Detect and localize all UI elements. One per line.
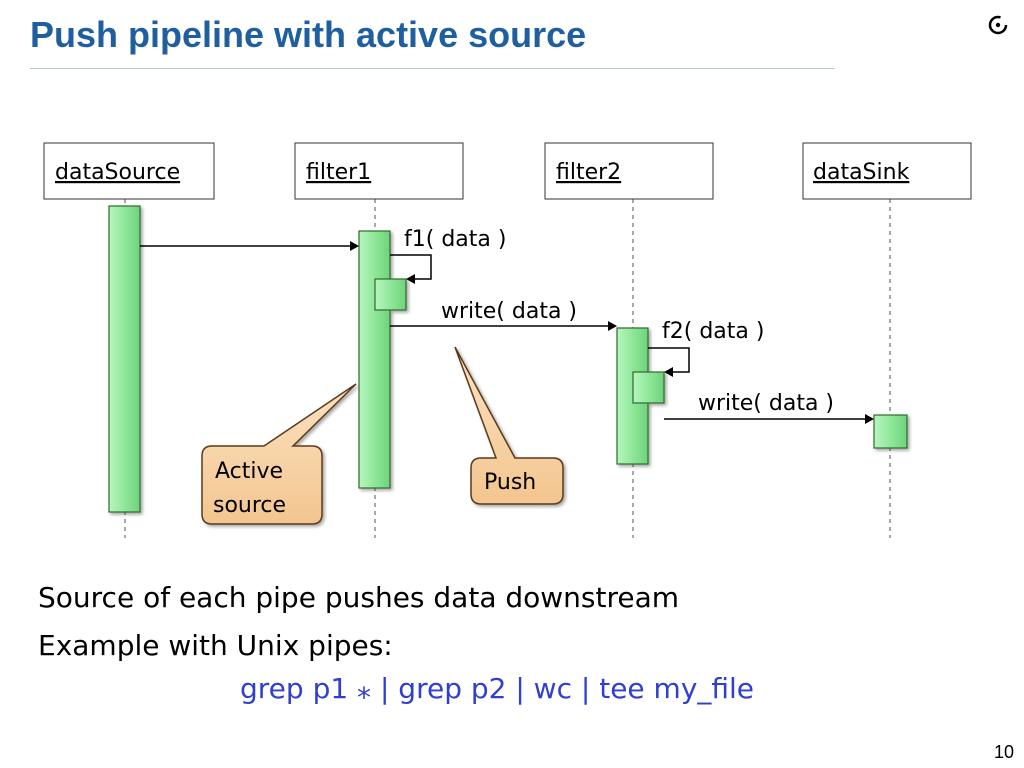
message-label-write1: write( data ) <box>441 299 577 324</box>
activation-datasource <box>108 205 141 513</box>
activation-filter1 <box>358 230 391 489</box>
eiffel-logo-icon <box>988 15 1008 35</box>
callout-push <box>454 346 564 505</box>
slide-title: Push pipeline with active source <box>30 14 587 55</box>
bullet-line-2: Example with Unix pipes: <box>38 629 393 662</box>
callout-active-source-shape <box>201 383 357 525</box>
activation-f1 <box>374 278 407 311</box>
callout-active-source-line2: source <box>213 493 286 518</box>
activation-bars <box>108 205 908 513</box>
arrowhead-f2 <box>664 367 673 377</box>
header-box-filter2 <box>544 142 714 200</box>
lifeline-headers: dataSource filter1 filter2 dataSink <box>43 142 972 200</box>
bullet-list: Source of each pipe pushes data downstre… <box>38 574 679 670</box>
page-number: 10 <box>993 742 1014 762</box>
header-label-filter2: filter2 <box>556 160 621 185</box>
header-label-datasource: dataSource <box>55 160 180 185</box>
header-box-datasource <box>43 142 215 200</box>
header-box-datasink <box>802 142 972 200</box>
arrowhead-f1 <box>406 274 415 284</box>
self-call-f1 <box>390 254 432 280</box>
arrowhead-2 <box>608 321 617 331</box>
arrowhead-3 <box>865 414 874 424</box>
header-label-filter1: filter1 <box>306 160 371 185</box>
message-arrows <box>140 245 867 420</box>
message-label-f2: f2( data ) <box>662 319 764 344</box>
arrow-heads <box>350 241 874 424</box>
message-label-write2: write( data ) <box>698 391 834 416</box>
callout-active-source <box>201 383 357 525</box>
callout-push-label: Push <box>484 470 536 495</box>
arrowhead-1 <box>350 241 359 251</box>
header-box-filter1 <box>294 142 464 200</box>
callout-active-source-line1: Active <box>215 459 283 484</box>
header-label-datasink: dataSink <box>813 160 910 185</box>
callout-push-shape <box>454 346 564 505</box>
title-divider <box>30 68 835 69</box>
self-call-f2 <box>648 347 690 373</box>
activation-datasink <box>873 414 908 449</box>
message-label-f1: f1( data ) <box>404 227 506 252</box>
unix-pipe-example: grep p1 ⁎ | grep p2 | wc | tee my_file <box>240 672 755 705</box>
activation-f2 <box>632 371 665 404</box>
bullet-line-1: Source of each pipe pushes data downstre… <box>38 581 680 614</box>
